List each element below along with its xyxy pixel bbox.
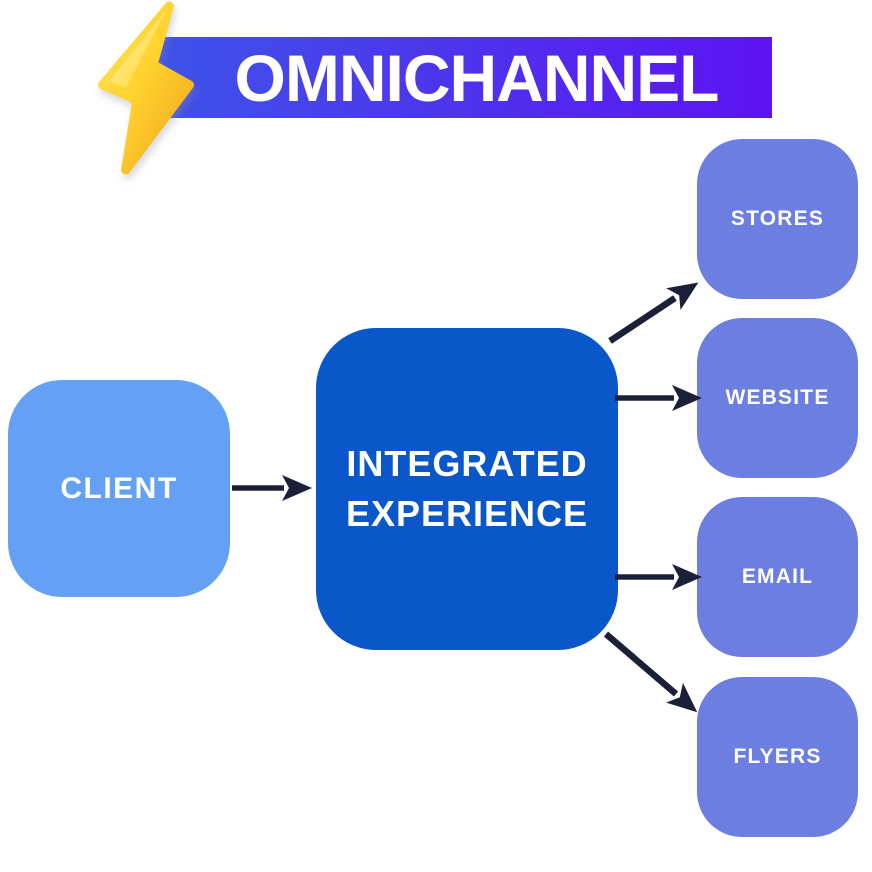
hub-label-line2: EXPERIENCE (345, 493, 589, 534)
node-flyers-label: FLYERS (733, 745, 822, 768)
arrow-hub-to-flyers (603, 631, 698, 713)
node-client-label: CLIENT (60, 471, 178, 505)
node-client: CLIENT (8, 380, 230, 597)
node-flyers: FLYERS (697, 677, 858, 837)
node-email-label: EMAIL (741, 565, 814, 588)
node-website: WEBSITE (697, 318, 858, 478)
node-integrated-experience: INTEGRATED EXPERIENCE (316, 328, 618, 650)
node-email: EMAIL (697, 497, 858, 657)
node-stores-label: STORES (730, 207, 825, 230)
hub-label-line1: INTEGRATED (346, 442, 588, 484)
lightning-bolt-icon (97, 1, 195, 175)
node-stores: STORES (697, 139, 858, 299)
arrow-hub-to-stores (608, 282, 699, 344)
page-title: OMNICHANNEL (234, 40, 720, 115)
bolt-highlight (109, 10, 167, 88)
bolt-shape (97, 1, 195, 175)
title-banner: OMNICHANNEL (153, 37, 772, 118)
node-website-label: WEBSITE (725, 386, 830, 409)
